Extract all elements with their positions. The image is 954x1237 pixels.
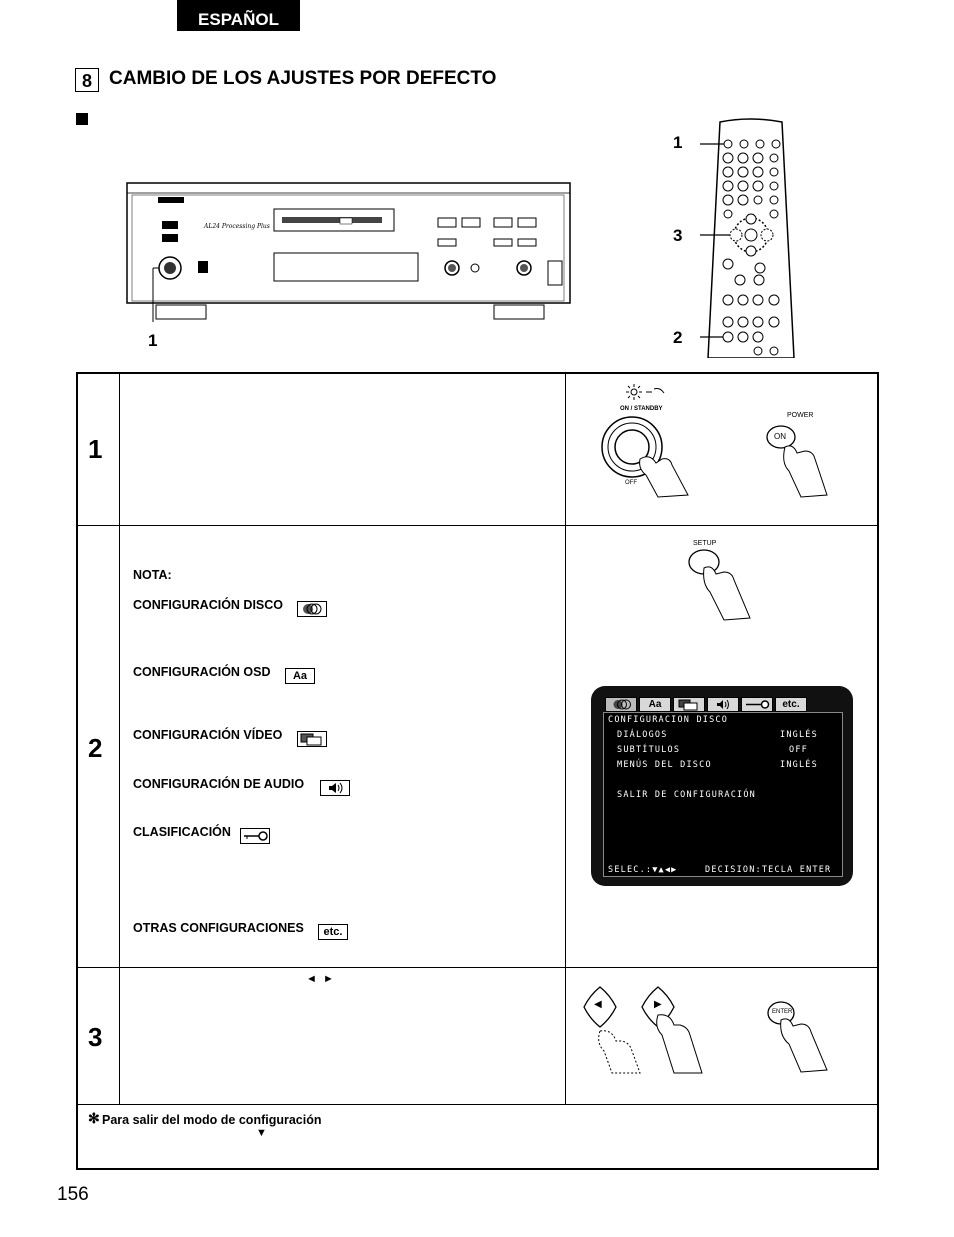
left-right-arrows: ◄ ►: [306, 973, 334, 985]
note-label: NOTA:: [133, 568, 172, 582]
tv-footer-decision: DECISION:TECLA ENTER: [705, 865, 832, 875]
exit-setup-note: Para salir del modo de configuración: [102, 1113, 322, 1127]
on-standby-label: ON / STANDBY: [620, 406, 663, 412]
tv-row-dialogs-label[interactable]: DIÁLOGOS: [617, 730, 668, 740]
section-title: CAMBIO DE LOS AJUSTES POR DEFECTO: [109, 68, 497, 89]
right-arrow-icon: ▶: [654, 999, 662, 1010]
page-number: 156: [57, 1184, 89, 1205]
osd-setup-label: CONFIGURACIÓN OSD: [133, 665, 271, 679]
section-number: 8: [75, 68, 99, 92]
osd-icon: Aa: [285, 668, 315, 684]
bullet-square: [76, 113, 88, 125]
row-divider-2: [76, 967, 879, 968]
asterisk-icon: ✻: [88, 1110, 100, 1126]
tv-row-menus-value: INGLÉS: [780, 760, 818, 770]
callout-remote-2: 2: [673, 328, 683, 347]
right-button-illustration[interactable]: [640, 985, 710, 1075]
on-button-illustration: [766, 425, 828, 498]
other-setup-label: OTRAS CONFIGURACIONES: [133, 921, 304, 935]
tv-tab-disc[interactable]: [605, 697, 637, 712]
tv-screen-header: CONFIGURACION DISCO: [608, 715, 729, 725]
enter-button-illustration[interactable]: [767, 1000, 837, 1075]
sun-icon: [626, 384, 665, 400]
language-tab: ESPAÑOL: [177, 0, 300, 31]
col-divider-number: [119, 372, 120, 1104]
video-setup-label: CONFIGURACIÓN VÍDEO: [133, 728, 283, 742]
audio-icon: [320, 780, 350, 796]
tv-tab-video[interactable]: [673, 697, 705, 712]
tv-menu-tabs: Aa etc.: [603, 697, 843, 712]
tv-tab-osd[interactable]: Aa: [639, 697, 671, 712]
steps-table: [76, 372, 879, 1170]
enter-label: ENTER: [772, 1009, 793, 1015]
step-2-number: 2: [88, 733, 103, 763]
svg-text:AL24 Processing Plus: AL24 Processing Plus: [203, 223, 270, 230]
off-label: OFF: [625, 480, 637, 486]
left-arrow-icon: ◀: [594, 999, 602, 1010]
setup-button-illustration[interactable]: [688, 548, 758, 623]
dvd-player-illustration: AL24 Processing Plus: [126, 182, 571, 322]
audio-setup-label: CONFIGURACIÓN DE AUDIO: [133, 777, 305, 791]
setup-label: SETUP: [693, 540, 717, 547]
etc-icon: etc.: [318, 924, 348, 940]
tv-tab-rating[interactable]: [741, 697, 773, 712]
remote-control-illustration: [700, 118, 795, 358]
disc-icon: [297, 601, 327, 617]
tv-tab-other[interactable]: etc.: [775, 697, 807, 712]
disc-setup-label: CONFIGURACIÓN DISCO: [133, 598, 283, 612]
tv-row-menus-label[interactable]: MENÚS DEL DISCO: [617, 760, 712, 770]
key-icon: [240, 828, 270, 844]
down-arrow-icon: ▼: [256, 1127, 267, 1139]
tv-row-dialogs-value: INGLÉS: [780, 730, 818, 740]
tv-tab-audio[interactable]: [707, 697, 739, 712]
step-3-number: 3: [88, 1022, 103, 1052]
tv-row-subtitles-value: OFF: [789, 745, 808, 755]
power-knob-illustration: [601, 416, 689, 498]
callout-remote-1: 1: [673, 133, 683, 152]
col-divider-image: [565, 372, 566, 1104]
step-1-number: 1: [88, 434, 103, 464]
tv-exit-setup[interactable]: SALIR DE CONFIGURACIÓN: [617, 790, 756, 800]
power-label: POWER: [787, 412, 814, 419]
callout-player-1: 1: [148, 331, 158, 350]
callout-remote-3: 3: [673, 226, 683, 245]
on-button[interactable]: ON: [774, 432, 786, 441]
video-icon: [297, 731, 327, 747]
row-divider-3: [76, 1104, 879, 1105]
tv-screen: [603, 712, 843, 877]
tv-row-subtitles-label[interactable]: SUBTÍTULOS: [617, 745, 681, 755]
tv-footer-select: SELEC.:▼▲◀▶: [608, 865, 678, 875]
rating-label: CLASIFICACIÓN: [133, 825, 231, 839]
row-divider-1: [76, 525, 879, 526]
left-button-illustration[interactable]: [578, 985, 648, 1075]
